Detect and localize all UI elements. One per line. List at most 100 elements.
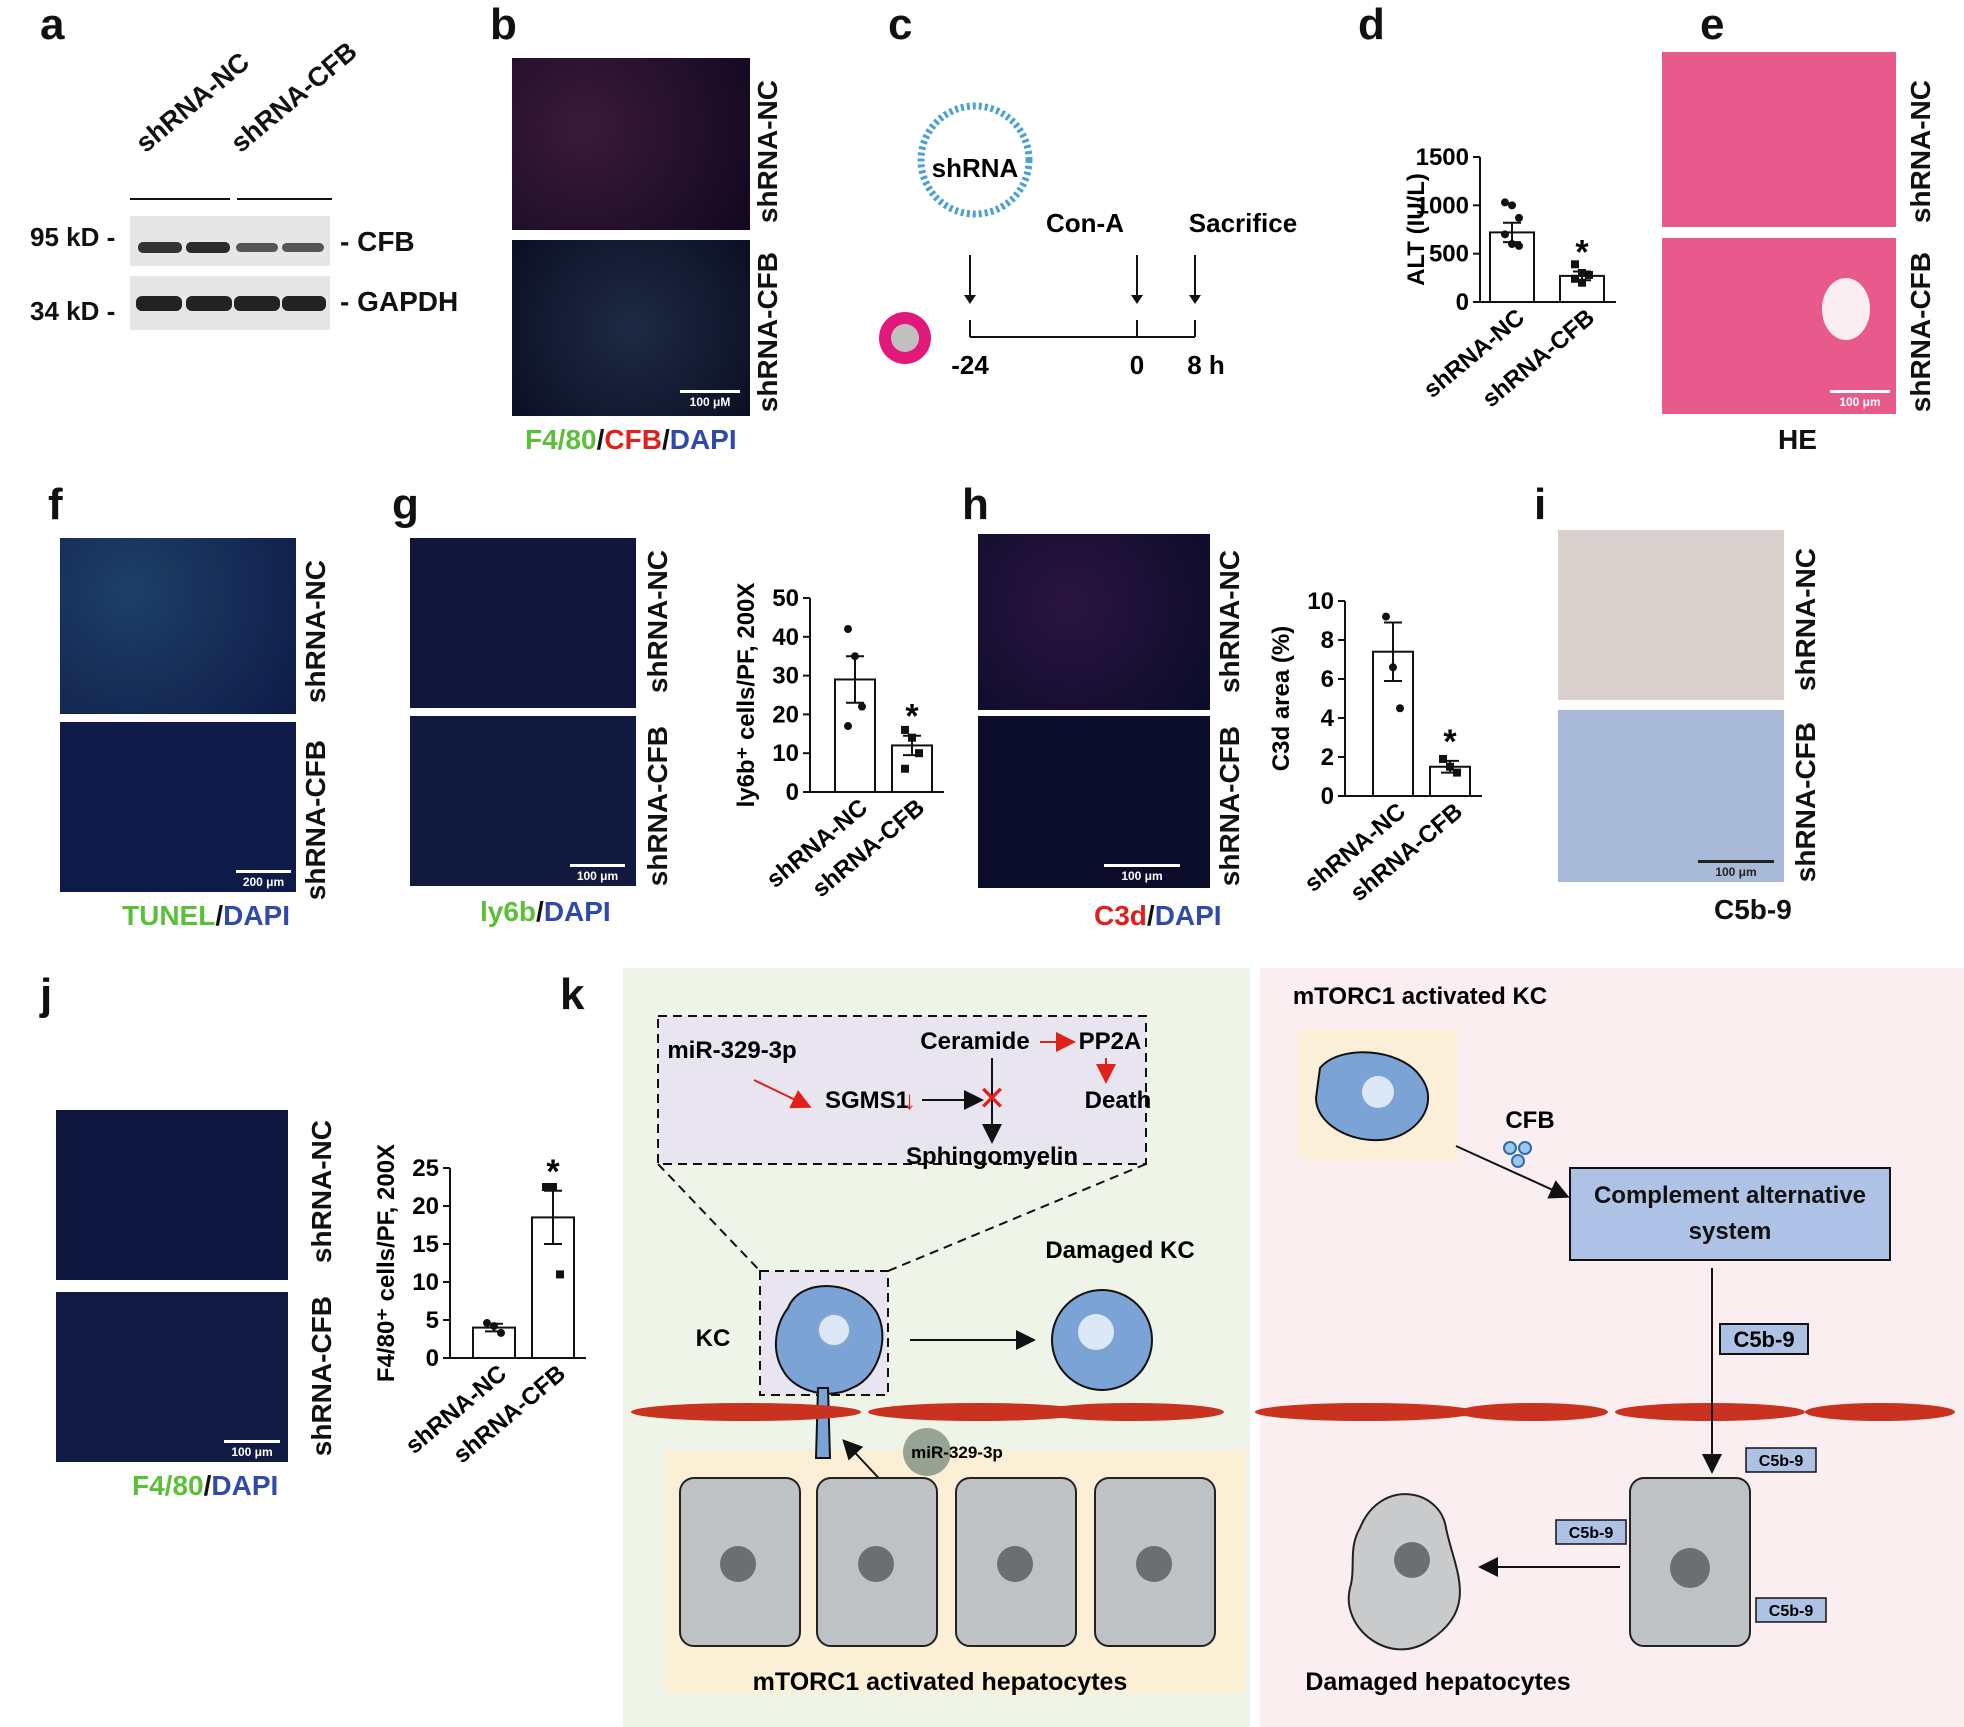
row-label-h-nc: shRNA-NC [1214, 550, 1245, 694]
data-point [1453, 768, 1461, 777]
data-point [1585, 270, 1593, 279]
micrograph-h-cfb: 100 μm [978, 716, 1210, 888]
data-point [1571, 274, 1579, 283]
data-point [542, 1183, 550, 1191]
bar [472, 1326, 516, 1360]
row-label-e-cfb: shRNA-CFB [1905, 252, 1936, 413]
svg-text:C5b-9: C5b-9 [1759, 1453, 1804, 1470]
y-tick-label: 8 [1321, 627, 1334, 654]
svg-text:C5b-9: C5b-9 [1733, 1327, 1794, 1352]
data-point [844, 625, 852, 634]
data-point [1578, 269, 1586, 277]
blot-cfb [130, 216, 330, 266]
vector-label: shRNA [932, 153, 1019, 183]
micrograph-g-cfb: 100 μm [410, 716, 636, 886]
blot-gapdh [130, 276, 330, 330]
stain-legend-f: TUNEL/DAPI [122, 900, 291, 931]
micrograph-f-nc [60, 538, 296, 714]
svg-text:miR-329-3p: miR-329-3p [911, 1443, 1003, 1462]
y-tick-label: 20 [772, 701, 799, 728]
y-tick-label: 2 [1321, 744, 1334, 771]
row-label-g-nc: shRNA-NC [642, 550, 673, 694]
svg-text:Damaged hepatocytes: Damaged hepatocytes [1305, 1668, 1570, 1696]
stain-legend-g: ly6b/DAPI [480, 896, 611, 927]
y-tick-label: 15 [412, 1231, 439, 1258]
y-axis-label: F4/80⁺ cells/PF, 200X [373, 1144, 400, 1382]
y-axis-label: C3d area (%) [1268, 626, 1295, 771]
data-point [1446, 762, 1454, 771]
lane-bar-nc [130, 198, 230, 200]
micrograph-e-nc [1662, 52, 1896, 227]
data-point [1508, 240, 1516, 248]
panel-b-label: b [490, 0, 517, 49]
svg-text:0: 0 [1130, 350, 1144, 380]
micrograph-b-cfb: 100 μM [512, 240, 750, 416]
y-tick-label: 40 [772, 624, 799, 651]
significance-marker: * [1575, 234, 1589, 272]
y-tick-label: 10 [412, 1269, 439, 1296]
mw-34: 34 kD - [30, 296, 116, 326]
data-point [1501, 230, 1509, 239]
data-point [901, 764, 909, 773]
data-point [858, 702, 866, 711]
micrograph-b-nc [512, 58, 750, 230]
data-point [908, 733, 916, 742]
data-point [1439, 754, 1447, 763]
y-tick-label: 1500 [1416, 144, 1469, 171]
panel-d-label: d [1358, 0, 1385, 49]
y-tick-label: 5 [426, 1307, 439, 1334]
svg-text:✕: ✕ [978, 1080, 1007, 1118]
stain-e: HE [1778, 424, 1817, 455]
svg-text:CFB: CFB [1505, 1107, 1554, 1134]
micrograph-i-nc [1558, 530, 1784, 700]
endothelium-row [631, 1403, 1955, 1421]
y-tick-label: 10 [772, 740, 799, 767]
panel-k-label: k [560, 970, 585, 1019]
y-tick-label: 0 [1456, 289, 1469, 316]
svg-text:C5b-9: C5b-9 [1769, 1603, 1814, 1620]
data-point [1389, 663, 1397, 672]
row-label-b-nc: shRNA-NC [752, 80, 783, 224]
micrograph-f-cfb: 200 μm [60, 722, 296, 892]
y-tick-label: 50 [772, 585, 799, 612]
svg-text:mTORC1 activated hepatocytes: mTORC1 activated hepatocytes [753, 1668, 1128, 1696]
mechanism-diagram: miR-329-3p SGMS1 ↓ Ceramide PP2A Death ✕… [623, 968, 1964, 1727]
micrograph-e-cfb: 100 μm [1662, 238, 1896, 414]
micrograph-j-nc [56, 1110, 288, 1280]
y-tick-label: 0 [786, 779, 799, 806]
y-tick-label: 20 [412, 1193, 439, 1220]
data-point [1508, 201, 1516, 210]
data-point [497, 1328, 505, 1337]
lane-label-cfb: shRNA-CFB [225, 35, 363, 159]
data-point [1382, 612, 1390, 621]
band-cfb: - CFB [340, 226, 415, 257]
y-tick-label: 0 [1321, 783, 1334, 810]
data-point [1571, 260, 1579, 269]
panel-h-label: h [962, 480, 989, 529]
row-label-f-cfb: shRNA-CFB [300, 740, 331, 901]
svg-text:Sacrifice: Sacrifice [1189, 208, 1297, 238]
data-point [556, 1270, 564, 1279]
y-tick-label: 10 [1307, 588, 1334, 615]
y-tick-label: 4 [1321, 705, 1335, 732]
y-tick-label: 25 [412, 1155, 439, 1182]
plasmid-icon [917, 102, 1033, 218]
row-label-f-nc: shRNA-NC [300, 560, 331, 704]
panel-e-label: e [1700, 0, 1725, 49]
data-point [549, 1183, 557, 1191]
significance-marker: * [546, 1153, 560, 1191]
significance-marker: * [905, 698, 919, 736]
y-tick-label: 30 [772, 663, 799, 690]
y-tick-label: 1000 [1416, 192, 1469, 219]
svg-text:-24: -24 [951, 350, 989, 380]
data-point [1578, 278, 1586, 287]
svg-text:Damaged KC: Damaged KC [1045, 1237, 1194, 1264]
stain-legend-h: C3d/DAPI [1094, 900, 1222, 931]
y-tick-label: 0 [426, 1345, 439, 1372]
micrograph-i-cfb: 100 μm [1558, 710, 1784, 882]
mw-95: 95 kD - [30, 222, 116, 252]
row-label-j-cfb: shRNA-CFB [306, 1296, 337, 1457]
svg-text:Sphingomyelin: Sphingomyelin [906, 1143, 1078, 1170]
svg-text:Con-A: Con-A [1046, 208, 1124, 238]
